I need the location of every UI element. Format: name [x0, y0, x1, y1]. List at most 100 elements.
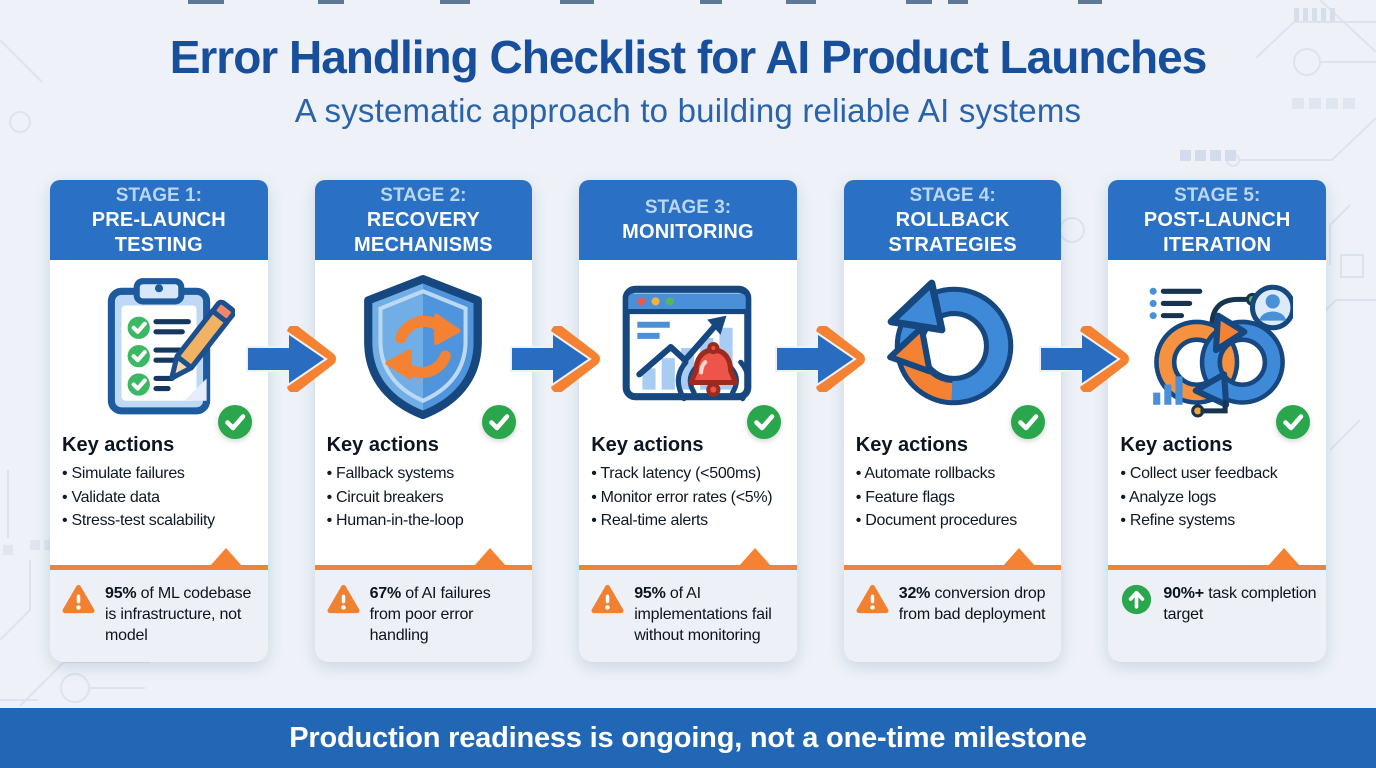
action-item: Circuit breakers	[327, 486, 521, 510]
stage-label: STAGE 4:	[909, 184, 996, 206]
stat-body: of AI failures from poor error handling	[369, 585, 491, 644]
key-actions-section: Key actions Automate rollbacks Feature f…	[844, 434, 1062, 533]
stage-card-2: STAGE 2: RECOVERY MECHANISMS Key actions	[314, 180, 601, 662]
stage-name: POST-LAUNCH ITERATION	[1143, 208, 1291, 256]
stage-card-4: STAGE 4: ROLLBACK STRATEGIES Key actions…	[843, 180, 1130, 662]
key-actions-section: Key actions Track latency (<500ms) Monit…	[579, 434, 797, 533]
warning-icon	[327, 584, 360, 662]
action-item: Track latency (<500ms)	[591, 462, 785, 486]
stat-body: task completion target	[1163, 585, 1317, 623]
key-actions-heading: Key actions	[1120, 434, 1233, 456]
flow-arrow-icon	[1037, 325, 1132, 393]
divider-pointer	[1003, 548, 1036, 566]
warning-icon	[856, 584, 889, 662]
action-item: Stress-test scalability	[62, 509, 256, 533]
clipboard-checklist-icon	[50, 260, 268, 430]
stage-label: STAGE 3:	[644, 197, 732, 218]
action-item: Real-time alerts	[591, 509, 785, 533]
check-badge-icon	[1010, 404, 1046, 440]
warning-icon	[62, 584, 95, 662]
stat-text: 67% of AI failures from poor error handl…	[370, 583, 525, 662]
action-item: Fallback systems	[327, 462, 521, 486]
key-actions-list: Automate rollbacks Feature flags Documen…	[856, 462, 1050, 533]
action-item: Automate rollbacks	[856, 462, 1050, 486]
key-actions-heading: Key actions	[591, 434, 704, 456]
action-item: Human-in-the-loop	[327, 509, 521, 533]
accent-divider	[843, 565, 1062, 570]
stage-card-3: STAGE 3: MONITORING	[579, 180, 865, 662]
action-item: Validate data	[62, 486, 256, 510]
stage-name: PRE-LAUNCH TESTING	[91, 208, 226, 256]
action-item: Simulate failures	[62, 462, 256, 486]
flow-arrow-icon	[508, 325, 603, 393]
stat-body: conversion drop from bad deployment	[898, 585, 1046, 623]
flow-arrow-icon	[244, 325, 339, 393]
stat-highlight: 95%	[634, 585, 666, 602]
stat-callout: 67% of AI failures from poor error handl…	[314, 570, 533, 662]
stat-text: 95% of ML codebase is infrastructure, no…	[105, 583, 260, 662]
action-item: Collect user feedback	[1120, 462, 1314, 486]
iteration-loop-icon	[1108, 260, 1326, 430]
dashboard-alert-icon	[579, 260, 797, 430]
stat-callout: 95% of ML codebase is infrastructure, no…	[50, 570, 268, 662]
divider-pointer	[1267, 548, 1300, 566]
key-actions-section: Key actions Simulate failures Validate d…	[50, 434, 268, 533]
divider-pointer	[209, 548, 242, 566]
warning-icon	[591, 584, 624, 662]
key-actions-section: Key actions Fallback systems Circuit bre…	[315, 434, 533, 533]
stage-header: STAGE 1: PRE-LAUNCH TESTING	[50, 180, 268, 260]
accent-divider	[50, 565, 268, 570]
stat-callout: 32% conversion drop from bad deployment	[843, 570, 1062, 662]
divider-pointer	[738, 548, 771, 566]
stage-label: STAGE 2:	[380, 184, 467, 206]
stage-header: STAGE 5: POST-LAUNCH ITERATION	[1108, 180, 1326, 260]
check-badge-icon	[746, 404, 782, 440]
stage-header: STAGE 2: RECOVERY MECHANISMS	[314, 180, 533, 260]
key-actions-list: Fallback systems Circuit breakers Human-…	[327, 462, 521, 533]
divider-pointer	[474, 548, 507, 566]
page-subtitle: A systematic approach to building reliab…	[294, 92, 1082, 129]
footer-message: Production readiness is ongoing, not a o…	[289, 721, 1087, 754]
infographic-header: Error Handling Checklist for AI Product …	[0, 30, 1376, 130]
key-actions-list: Track latency (<500ms) Monitor error rat…	[591, 462, 785, 533]
key-actions-list: Simulate failures Validate data Stress-t…	[62, 462, 256, 533]
stat-text: 95% of AI implementations fail without m…	[634, 583, 789, 662]
stat-callout: 95% of AI implementations fail without m…	[579, 570, 797, 662]
flow-arrow-icon	[773, 325, 868, 393]
up-arrow-icon	[1120, 584, 1153, 662]
stage-name: MONITORING	[622, 221, 754, 243]
action-item: Document procedures	[856, 509, 1050, 533]
stat-body: of AI implementations fail without monit…	[634, 585, 772, 644]
action-item: Refine systems	[1120, 509, 1314, 533]
stat-text: 90%+ task completion target	[1163, 583, 1318, 662]
action-item: Feature flags	[856, 486, 1050, 510]
stat-highlight: 67%	[369, 585, 402, 602]
key-actions-section: Key actions Collect user feedback Analyz…	[1108, 434, 1326, 533]
stage-label: STAGE 5:	[1174, 184, 1261, 206]
stage-name: RECOVERY MECHANISMS	[354, 208, 493, 256]
action-item: Monitor error rates (<5%)	[591, 486, 785, 510]
shield-sync-icon	[315, 260, 533, 430]
key-actions-heading: Key actions	[62, 434, 175, 456]
footer-banner: Production readiness is ongoing, not a o…	[0, 708, 1376, 768]
action-item: Analyze logs	[1120, 486, 1314, 510]
stage-card-5: STAGE 5: POST-LAUNCH ITERATION	[1108, 180, 1326, 662]
stage-row: STAGE 1: PRE-LAUNCH TESTING	[50, 180, 1326, 662]
check-badge-icon	[481, 404, 517, 440]
stat-highlight: 90%+	[1163, 585, 1204, 602]
key-actions-heading: Key actions	[855, 434, 969, 456]
stage-header: STAGE 4: ROLLBACK STRATEGIES	[843, 180, 1062, 260]
accent-divider	[314, 565, 533, 570]
stage-name: ROLLBACK STRATEGIES	[888, 208, 1017, 256]
accent-divider	[1108, 565, 1326, 570]
rollback-arrows-icon	[844, 260, 1062, 430]
stat-highlight: 32%	[898, 585, 931, 602]
stage-card-1: STAGE 1: PRE-LAUNCH TESTING	[50, 180, 336, 662]
stat-body: of ML codebase is infrastructure, not mo…	[105, 585, 252, 644]
stage-header: STAGE 3: MONITORING	[579, 180, 797, 260]
accent-divider	[579, 565, 797, 570]
page-title: Error Handling Checklist for AI Product …	[169, 31, 1208, 83]
stat-callout: 90%+ task completion target	[1108, 570, 1326, 662]
stage-label: STAGE 1:	[115, 184, 202, 206]
stat-text: 32% conversion drop from bad deployment	[899, 583, 1054, 662]
